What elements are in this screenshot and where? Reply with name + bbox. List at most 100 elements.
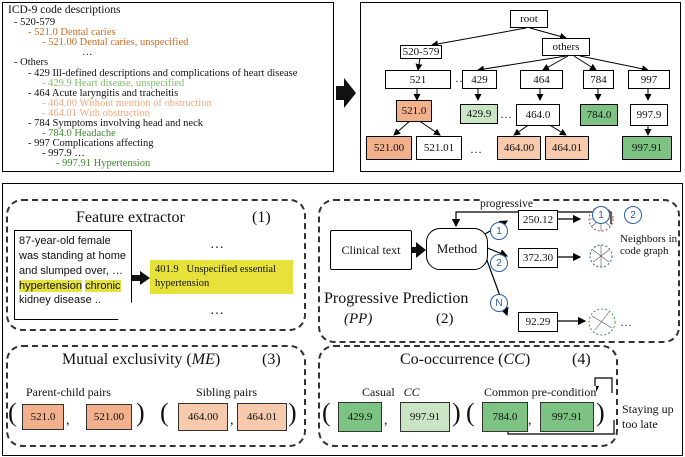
icd-line: - 784.0 Headache xyxy=(42,128,116,140)
icd-line: - 464.00 Without mention of obstruction xyxy=(42,97,212,109)
tree-node-997-91: 997.91 xyxy=(622,136,672,160)
icd-line: - 521.0 Dental caries xyxy=(28,27,116,39)
paren-open-3: ( xyxy=(322,398,331,427)
tree-node-464-0: 464.0 xyxy=(516,104,560,126)
me-title-post: ) xyxy=(214,351,221,368)
code-tree-panel xyxy=(360,2,681,172)
common-code-2: 997.91 xyxy=(540,402,594,432)
paren-open-4: ( xyxy=(466,398,475,427)
feature-number: (1) xyxy=(252,209,271,226)
icd-line: - 429.9 Heart disease, unspecified xyxy=(42,77,185,89)
icd-line: - Others xyxy=(14,57,49,69)
casual-label-abbr: CC xyxy=(403,385,420,399)
tree-node-464-01: 464.01 xyxy=(545,136,589,160)
clinical-text-box: Clinical text xyxy=(330,230,412,270)
step-2-badge: 2 xyxy=(490,254,508,272)
icd-line: - 520-579 xyxy=(14,17,56,28)
cc-title: Co-occurrence (CC) xyxy=(400,352,530,368)
me-title-pre: Mutual exclusivity ( xyxy=(62,351,192,368)
icd-line: - 997.9 … xyxy=(42,148,85,160)
tree-node-997: 997 xyxy=(628,70,670,89)
icd-line: - 464 Acute laryngitis and tracheitis xyxy=(28,87,179,99)
me-number: (3) xyxy=(262,351,281,368)
tree-node-521: 521 xyxy=(385,70,451,89)
tree-dots-2: … xyxy=(500,107,512,121)
pp-dots: … xyxy=(620,315,632,329)
icd-description-panel xyxy=(2,2,334,172)
comma-1: , xyxy=(66,413,70,428)
comma-3: , xyxy=(384,413,388,428)
pred-value-2: 372.30 xyxy=(518,248,558,268)
child-code: 521.00 xyxy=(86,404,132,430)
tree-node-521-00: 521.00 xyxy=(366,136,412,160)
tree-node-784: 784 xyxy=(583,70,614,89)
neighbors-label: Neighbors in code graph xyxy=(620,233,678,258)
pp-abbr: (PP) xyxy=(344,311,373,327)
parent-code: 521.0 xyxy=(22,404,64,430)
common-code-1: 784.0 xyxy=(482,402,528,432)
paren-close-4: ) xyxy=(596,398,605,427)
clinical-note: 87-year-old female was standing at home … xyxy=(14,230,132,320)
paren-open-1: ( xyxy=(8,398,17,427)
paren-close-3: ) xyxy=(452,398,461,427)
me-title-abbr: ME xyxy=(191,351,215,368)
icd-line: - 997 Complications affecting xyxy=(28,138,154,150)
tree-node-others: others xyxy=(542,38,590,56)
co-occurrence-section xyxy=(318,345,618,447)
icd-line: - 784 Symptoms involving head and neck xyxy=(28,118,203,129)
tree-node-464-00: 464.00 xyxy=(497,136,541,160)
casual-label-text: Casual xyxy=(362,385,395,399)
icd-line: - 997.91 Hypertension xyxy=(56,158,151,170)
tree-root: root xyxy=(510,10,548,28)
tree-node-997-9: 997.9 xyxy=(630,104,668,126)
progressive-label: progressive xyxy=(480,198,534,211)
comma-2: , xyxy=(230,413,234,428)
icd-line: - 464.01 With obstruction xyxy=(42,107,150,119)
tree-dots-3: … xyxy=(470,142,482,156)
feature-extractor-section xyxy=(6,199,306,331)
clinical-text-label: Clinical text xyxy=(341,242,401,257)
sibling-label: Sibling pairs xyxy=(196,385,258,399)
casual-code-1: 429.9 xyxy=(338,402,382,432)
sibling-code-2: 464.01 xyxy=(237,403,287,431)
pp-title: Progressive Prediction xyxy=(324,290,469,307)
feature-dots-top: … xyxy=(210,237,224,252)
tree-node-464: 464 xyxy=(520,70,563,89)
pp-number: (2) xyxy=(436,311,454,327)
feature-title: Feature extractor xyxy=(76,209,185,226)
tree-node-521-0: 521.0 xyxy=(396,100,432,122)
tree-node-429: 429 xyxy=(462,70,497,89)
me-title: Mutual exclusivity (ME) xyxy=(62,352,220,368)
extracted-code: 401.9 xyxy=(155,264,179,275)
casual-code-2: 997.91 xyxy=(400,402,450,432)
note-text-pre: 87-year-old female was standing at home … xyxy=(19,235,127,277)
tree-node-521-01: 521.01 xyxy=(416,136,462,160)
note-highlight-chronic: chronic xyxy=(85,279,121,292)
parent-child-label: Parent-child pairs xyxy=(26,385,111,399)
cc-number: (4) xyxy=(572,351,591,368)
common-label: Common pre-condition xyxy=(484,385,597,399)
method-box: Method xyxy=(426,228,488,270)
pred-value-n: 92.29 xyxy=(518,312,558,332)
sibling-code-1: 464.00 xyxy=(178,403,228,431)
cc-title-pre: Co-occurrence ( xyxy=(400,351,504,368)
icd-line: - 521.00 Dental caries, unspecified xyxy=(42,37,189,49)
extracted-code-desc: Unspecified essential hypertension xyxy=(155,264,277,290)
icd-line: … xyxy=(82,47,93,59)
tree-node-429-9: 429.9 xyxy=(460,104,498,124)
mutual-exclusivity-section xyxy=(6,345,306,447)
staying-up-label: Staying up too late xyxy=(622,402,674,431)
extracted-code-box: 401.9 Unspecified essential hypertension xyxy=(150,260,293,294)
feature-dots-bottom: … xyxy=(210,303,224,318)
graph-step-2-badge: 2 xyxy=(624,206,642,224)
cc-title-abbr: CC xyxy=(503,351,525,368)
step-1-badge: 1 xyxy=(490,222,508,240)
graph-step-1-badge: 1 xyxy=(592,206,610,224)
comma-4: , xyxy=(528,413,532,428)
icd-line: - 429 Ill-defined descriptions and compl… xyxy=(28,67,298,79)
paren-close-2: ) xyxy=(288,398,297,427)
step-n-badge: N xyxy=(490,294,508,312)
paren-close-1: ) xyxy=(136,398,145,427)
panel-arrow-icon xyxy=(336,78,356,108)
tree-node-520-579: 520-579 xyxy=(400,45,442,59)
